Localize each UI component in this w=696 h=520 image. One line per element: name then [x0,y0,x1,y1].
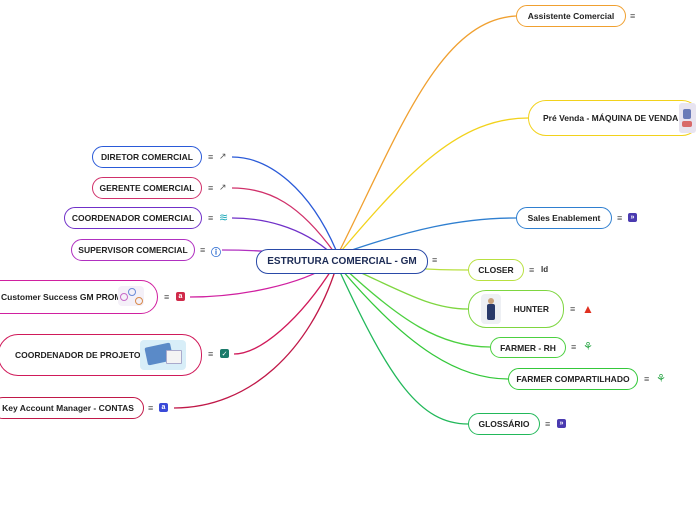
farmer-comp-app-icon[interactable]: ⚘ [656,373,666,385]
diretor-link-icon[interactable]: ↗ [219,151,227,161]
assistente-menu-icon[interactable]: ≡ [630,11,636,21]
link-prevenda [341,117,529,251]
link-gerente [231,187,335,253]
gerente-link-icon[interactable]: ↗ [219,182,227,192]
diretor-menu-icon[interactable]: ≡ [208,152,214,162]
link-assistente [339,15,517,251]
node-supervisor-comercial[interactable]: SUPERVISOR COMERCIAL [71,239,195,261]
glossario-menu-icon[interactable]: ≡ [545,419,551,429]
node-label: COORDENADOR DE PROJETOS [15,350,147,360]
node-sales-enablement[interactable]: Sales Enablement [516,207,612,229]
node-customer-success[interactable]: Customer Success GM PROMO [0,280,158,314]
customer-success-app-icon[interactable]: a [176,292,185,301]
customer-success-menu-icon[interactable]: ≡ [164,292,170,302]
node-label: Sales Enablement [527,213,601,223]
node-coordenador-comercial[interactable]: COORDENADOR COMERCIAL [64,207,202,229]
kam-menu-icon[interactable]: ≡ [148,403,154,413]
link-glossario [339,271,469,425]
node-label: FARMER - RH [500,342,556,353]
pre-venda-image [679,103,696,133]
node-label: DIRETOR COMERCIAL [101,152,193,162]
link-diretor [231,156,337,251]
projetos-menu-icon[interactable]: ≡ [208,349,214,359]
sales-menu-icon[interactable]: ≡ [617,213,623,223]
node-label: GERENTE COMERCIAL [99,183,195,193]
node-label: HUNTER [513,304,549,314]
root-node[interactable]: ESTRUTURA COMERCIAL - GM [256,249,428,274]
node-label: SUPERVISOR COMERCIAL [78,245,188,255]
hunter-image [481,294,501,324]
node-farmer-rh[interactable]: FARMER - RH [490,337,566,358]
supervisor-menu-icon[interactable]: ≡ [200,245,206,255]
node-pre-venda[interactable]: Pré Venda - MÁQUINA DE VENDA [528,100,696,136]
customer-success-image [118,286,144,306]
farmer-rh-app-icon[interactable]: ⚘ [583,341,593,353]
farmer-rh-menu-icon[interactable]: ≡ [571,342,577,352]
node-label: FARMER COMPARTILHADO [516,374,630,384]
node-diretor-comercial[interactable]: DIRETOR COMERCIAL [92,146,202,168]
gerente-menu-icon[interactable]: ≡ [208,183,214,193]
coordenador-menu-icon[interactable]: ≡ [208,213,214,223]
node-label: Pré Venda - MÁQUINA DE VENDA [543,113,679,123]
node-glossario[interactable]: GLOSSÁRIO [468,413,540,435]
node-closer[interactable]: CLOSER [468,259,524,281]
sales-app-icon[interactable]: » [628,213,637,222]
node-label: Assistente Comercial [527,11,615,21]
farmer-comp-menu-icon[interactable]: ≡ [644,374,650,384]
link-coordenador [231,217,333,255]
projetos-app-icon[interactable]: ✓ [220,349,229,358]
kam-app-icon[interactable]: a [159,403,168,412]
glossario-app-icon[interactable]: » [557,419,566,428]
hunter-app-icon[interactable]: ▲ [582,302,594,316]
node-label: GLOSSÁRIO [478,419,530,429]
projetos-image [140,340,186,370]
hunter-menu-icon[interactable]: ≡ [570,304,576,314]
node-label: Customer Success GM PROMO [1,292,129,302]
link-farmer-rh [343,267,491,348]
node-gerente-comercial[interactable]: GERENTE COMERCIAL [92,177,202,199]
link-farmer-comp [341,269,509,380]
node-farmer-compartilhado[interactable]: FARMER COMPARTILHADO [508,368,638,390]
node-label: COORDENADOR COMERCIAL [71,213,195,223]
node-key-account-manager[interactable]: Key Account Manager - CONTAS [0,397,144,419]
link-projetos [233,265,335,355]
closer-id-tag[interactable]: Id [541,265,549,274]
link-sales [345,217,517,253]
node-label: CLOSER [478,265,514,275]
link-kam [173,267,337,409]
root-label: ESTRUTURA COMERCIAL - GM [267,256,417,267]
node-label: Key Account Manager - CONTAS [2,403,134,413]
coordenador-app-icon[interactable]: ≋ [219,212,229,224]
root-menu-icon[interactable]: ≡ [432,255,438,265]
node-assistente-comercial[interactable]: Assistente Comercial [516,5,626,27]
supervisor-info-icon[interactable]: ⓘ [211,248,221,259]
closer-menu-icon[interactable]: ≡ [529,265,535,275]
